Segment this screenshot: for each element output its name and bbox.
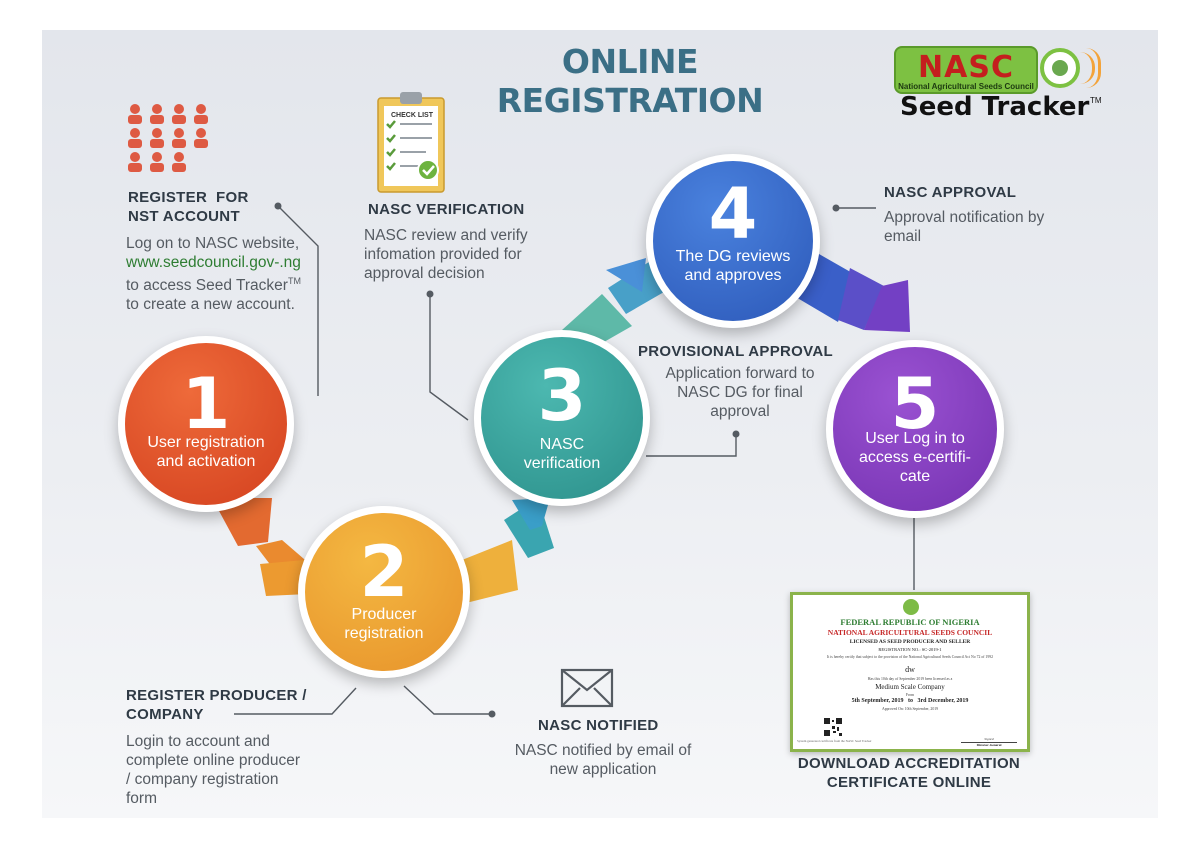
envelope-icon [560,668,614,708]
logo-badge: NASC National Agricultural Seeds Council [894,46,1038,94]
step-1-number: 1 [181,363,231,445]
register-producer-text: Login to account and complete online pro… [126,733,301,807]
step-2-label: Producer registration [344,606,424,642]
step-5-circle: 5 User Log in to access e-certifi-cate [826,340,1004,518]
provisional-approval-heading: PROVISIONAL APPROVAL [638,343,833,360]
step-5-number: 5 [890,363,940,445]
leader-lines [234,205,915,715]
register-account-text: Log on to NASC website, www.seedcouncil.… [126,235,301,314]
signal-wave-icon [1086,48,1101,88]
infographic-poster: ONLINE REGISTRATION NASC National Agricu… [42,30,1158,818]
register-producer-heading: REGISTER PRODUCER / COMPANY [126,687,307,723]
nasc-verification-heading: NASC VERIFICATION [368,201,525,218]
leader-dots [274,202,840,718]
connector-lines [212,202,915,718]
nasc-approval-heading: NASC APPROVAL [884,184,1017,201]
step-4-number: 4 [708,173,758,255]
certificate-emblem-icon [903,599,919,615]
certificate-reg: REGISTRATION NO.: SC-2019-1 [878,647,942,652]
certificate-certify: It is hereby certify that subject to the… [826,655,994,659]
step-3-label: NASC verification [523,436,601,472]
step-5-label: User Log in to access e-certifi-cate [858,430,972,485]
certificate-name: dw [905,665,915,674]
step-3-number: 3 [537,355,587,437]
nasc-logo: NASC National Agricultural Seeds Council… [894,42,1124,122]
certificate-line2: NATIONAL AGRICULTURAL SEEDS COUNCIL [827,628,993,637]
certificate-from: From [905,693,915,697]
logo-product: Seed Tracker [900,92,1090,122]
certificate-footer-left: System generated certificate from the NA… [797,739,872,743]
step-2-number: 2 [359,531,409,613]
certificate-dates: 5th September, 2019 to 3rd December, 201… [851,698,969,704]
checklist-label: CHECK LIST [391,112,433,119]
step-2-circle: 2 Producer registration [298,506,470,678]
nasc-approval-text: Approval notification by email [884,209,1045,245]
accreditation-certificate: FEDERAL REPUBLIC OF NIGERIA NATIONAL AGR… [790,592,1030,752]
logo-trademark: TM [1090,96,1102,105]
certificate-line3: LICENSED AS SEED PRODUCER AND SELLER [849,639,971,645]
certificate-signed: Signed [984,737,994,741]
step-1-label: User registration and activation [147,434,265,470]
logo-name: NASC [918,50,1014,85]
certificate-line1: FEDERAL REPUBLIC OF NIGERIA [840,617,980,627]
certificate-company: Medium Scale Company [875,683,945,691]
step-1-circle: 1 User registration and activation [118,336,294,512]
register-account-heading: REGISTER FOR NST ACCOUNT [128,189,249,225]
step-4-label: The DG reviews and approves [675,248,791,284]
qr-code-icon [823,717,843,737]
provisional-approval-text: Application forward to NASC DG for final… [665,365,815,420]
certificate-has-this: Has this 10th day of September 2019 been… [867,677,953,681]
nasc-notified-text: NASC notified by email of new applicatio… [514,742,692,778]
step-3-circle: 3 NASC verification [474,330,650,506]
people-icon [128,104,208,172]
page-title: ONLINE REGISTRATION [496,42,764,120]
certificate-footer-right: Director-General [961,742,1017,747]
coat-of-arms-icon [1040,48,1080,88]
nasc-notified-heading: NASC NOTIFIED [538,717,659,734]
seedcouncil-link[interactable]: www.seedcouncil.gov-.ng [126,254,301,271]
arrow-band [212,250,910,604]
checklist-icon [377,92,445,193]
nasc-verification-text: NASC review and verify infomation provid… [364,227,528,282]
step-4-circle: 4 The DG reviews and approves [646,154,820,328]
download-heading: DOWNLOAD ACCREDITATION CERTIFICATE ONLIN… [797,755,1021,791]
logo-subtitle: National Agricultural Seeds Council [898,82,1034,91]
certificate-approved: Approved On: 10th September, 2019 [881,707,939,711]
